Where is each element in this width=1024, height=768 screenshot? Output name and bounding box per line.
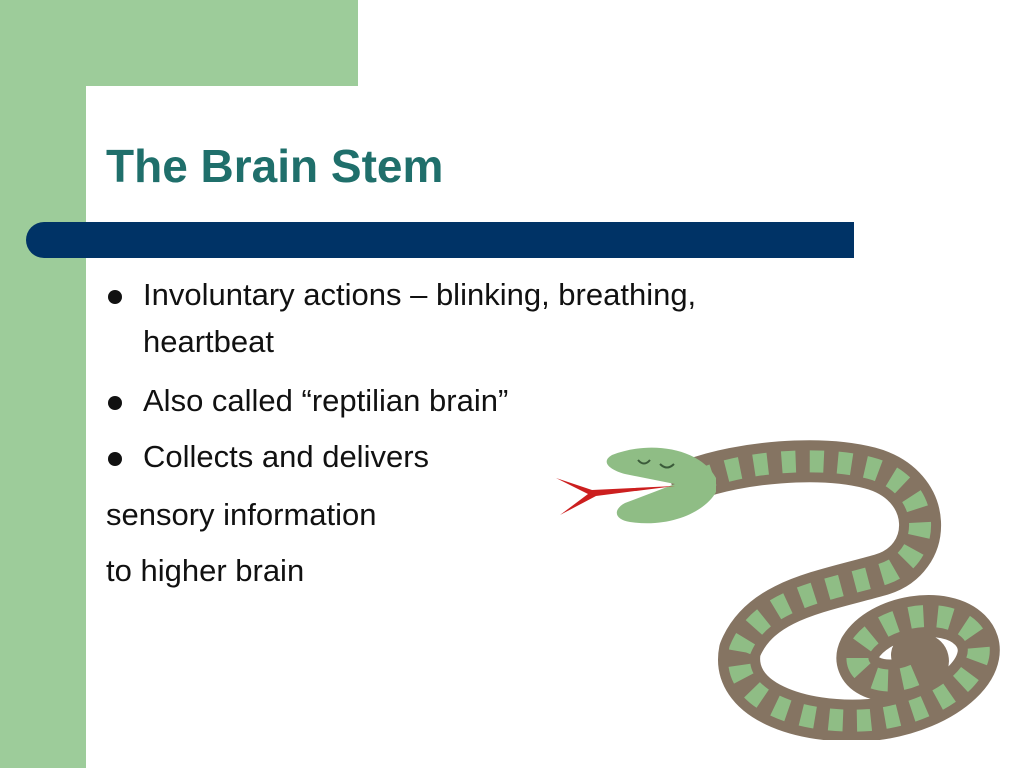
green-side-band [0, 0, 86, 768]
snake-scales [695, 450, 990, 732]
bullet-line: Involuntary actions – blinking, breathin… [143, 277, 697, 312]
slide-title: The Brain Stem [106, 140, 444, 192]
snake-head [606, 447, 716, 524]
green-top-band [0, 0, 358, 86]
snake-eye [637, 459, 651, 465]
title-divider-bar [26, 222, 854, 258]
body-line-higher-brain: to higher brain [106, 553, 305, 588]
body-line-sensory: sensory information [106, 497, 377, 532]
bullet-text: Collects and delivers [143, 439, 430, 474]
rounded-corner [86, 86, 206, 206]
bullet-dot [108, 452, 122, 466]
bullet-dot [108, 396, 122, 410]
bullet-dot [108, 290, 122, 304]
snake-eye [659, 463, 675, 469]
bullet-line: heartbeat [143, 323, 274, 359]
bullet-text: Also called “reptilian brain” [143, 383, 509, 418]
bullet-text: Involuntary actions – blinking, breathin… [143, 272, 843, 365]
snake-illustration-icon [556, 440, 1000, 740]
